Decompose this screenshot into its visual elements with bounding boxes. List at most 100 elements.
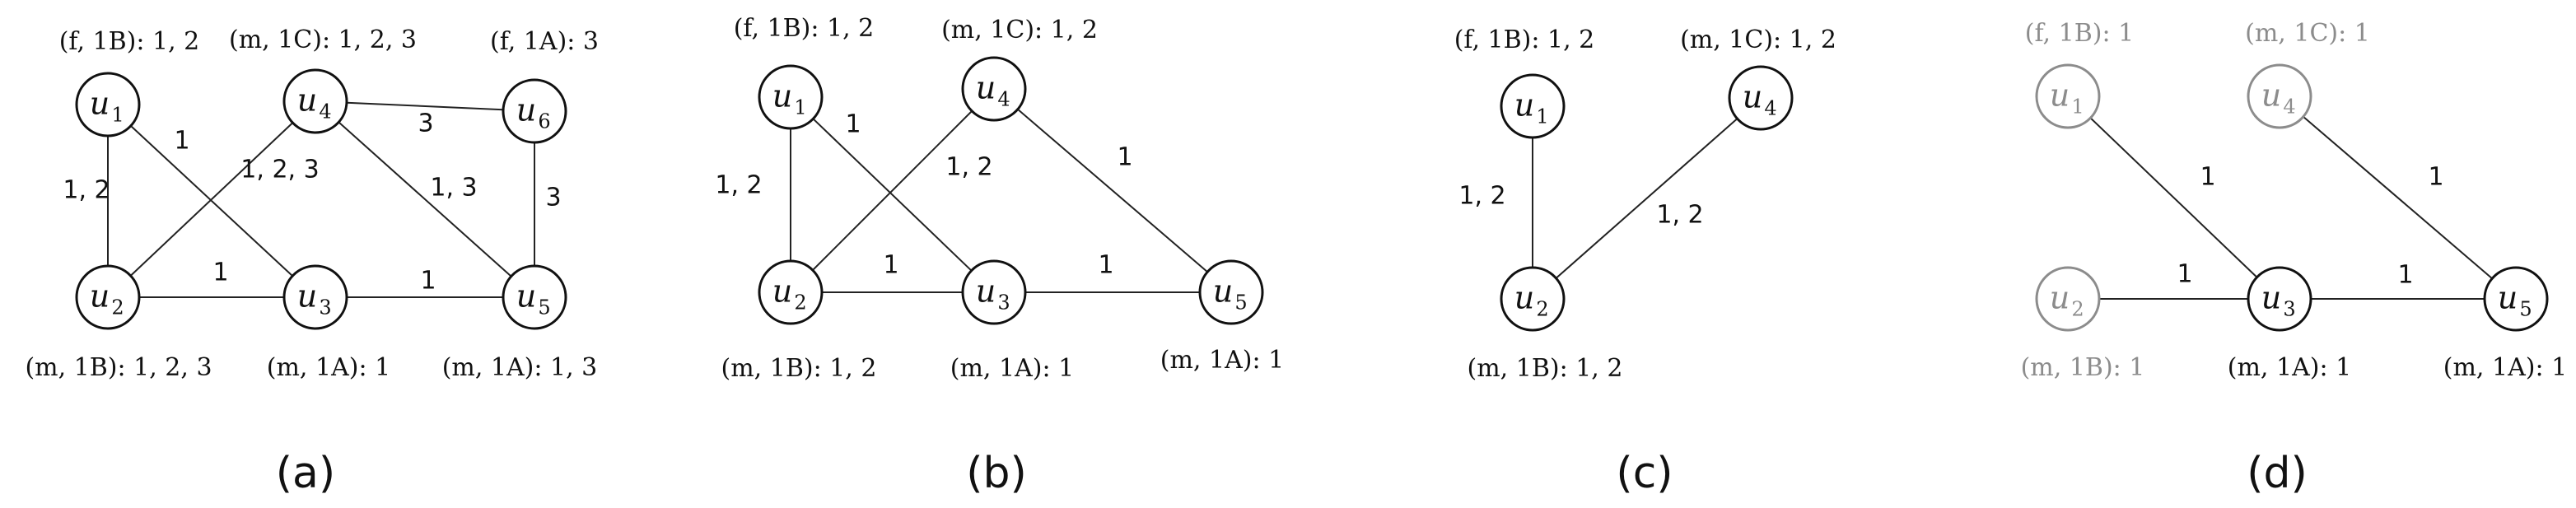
edge-label: 1, 2 [1458, 182, 1505, 211]
node-subscript: 4 [319, 100, 331, 124]
node-attribute-label: (m, 1B): 1, 2 [1468, 354, 1623, 383]
node-name: u [1514, 280, 1534, 316]
edge-u4-u5 [338, 121, 512, 277]
edge-u1-u3 [130, 125, 293, 277]
node-subscript: 1 [1536, 105, 1548, 128]
edge-u4-u5 [1017, 108, 1208, 273]
edges-layer [107, 101, 2493, 300]
edge-u1-u3 [2089, 117, 2258, 278]
node-attribute-label: (m, 1C): 1, 2 [1680, 26, 1836, 54]
node-attribute-label: (m, 1A): 1 [1160, 346, 1284, 375]
node-subscript: 6 [538, 110, 550, 133]
edge-label: 1, 2, 3 [240, 156, 319, 184]
node-circle [1500, 73, 1566, 139]
node-circle [2483, 266, 2549, 332]
node-circle [2247, 63, 2312, 129]
panel-caption: (d) [2247, 449, 2308, 498]
node-circle [961, 56, 1027, 122]
node-name: u [1213, 273, 1233, 310]
node-name: u [2498, 280, 2518, 316]
labels-layer: 1, 2 1 1, 2, 3 3 1, 3 3 1 1 (f, 1B): 1, 2 (m, 1C)… [25, 14, 2567, 383]
node-subscript: 1 [2071, 96, 2084, 119]
node-subscript: 4 [1764, 97, 1776, 120]
node-circle [1198, 259, 1264, 325]
node-name: u [772, 273, 792, 310]
panel-caption: (c) [1616, 449, 1673, 498]
node-circle [502, 264, 567, 330]
edge-u4-u2 [812, 110, 973, 271]
node-circle [2035, 266, 2101, 332]
edge-label: 1, 2 [945, 153, 992, 182]
node-attribute-label: (m, 1C): 1, 2 [941, 16, 1098, 44]
node-circle [2035, 63, 2101, 129]
edge-label: 1 [174, 127, 189, 156]
node-circle [502, 78, 567, 144]
node-subscript: 5 [538, 296, 550, 319]
node-name: u [2261, 280, 2281, 316]
node-subscript: 2 [794, 291, 806, 315]
edge-label: 1, 2 [63, 176, 110, 205]
edge-label: 3 [418, 110, 433, 138]
node-subscript: 4 [2283, 96, 2295, 119]
node-name: u [90, 86, 110, 122]
node-name: u [297, 278, 317, 315]
edge-label: 1 [2200, 163, 2215, 192]
node-circle [1728, 65, 1794, 131]
node-attribute-label: (m, 1C): 1, 2, 3 [229, 26, 417, 54]
node-subscript: 3 [2283, 298, 2295, 321]
node-circle [2247, 266, 2312, 332]
node-subscript: 2 [111, 296, 124, 319]
node-circle [758, 259, 824, 325]
panel-d: (d) [2247, 449, 2308, 498]
node-name: u [2261, 77, 2281, 114]
node-subscript: 5 [1234, 291, 1247, 315]
node-name: u [516, 278, 536, 315]
edge-label: 1, 3 [430, 174, 477, 203]
node-name: u [2050, 77, 2070, 114]
node-subscript: 5 [2519, 298, 2532, 321]
panel-caption: (b) [966, 449, 1027, 498]
node-attribute-label: (m, 1A): 1 [950, 354, 1074, 383]
edge-u1-u3 [812, 118, 973, 272]
node-name: u [90, 278, 110, 315]
node-circle [75, 264, 141, 330]
node-attribute-label: (m, 1C): 1 [2245, 19, 2370, 48]
edge-label: 1 [845, 110, 861, 139]
edge-label: 1 [883, 251, 898, 280]
node-name: u [297, 82, 317, 119]
edge-u4-u6 [346, 101, 504, 111]
node-attribute-label: (m, 1B): 1, 2, 3 [25, 353, 212, 382]
node-name: u [976, 273, 996, 310]
edge-label: 1 [212, 259, 228, 287]
node-name: u [1743, 79, 1762, 115]
node-attribute-label: (f, 1A): 3 [490, 27, 599, 56]
node-attribute-label: (f, 1B): 1, 2 [1454, 26, 1595, 54]
edge-label: 3 [545, 184, 561, 212]
node-subscript: 2 [2071, 298, 2084, 321]
edge-label: 1 [1117, 143, 1132, 172]
edge-label: 1 [420, 267, 436, 296]
node-attribute-label: (m, 1B): 1, 2 [721, 354, 877, 383]
node-attribute-label: (m, 1B): 1 [2021, 353, 2145, 382]
edge-u4-u5 [2303, 115, 2493, 280]
node-subscript: 4 [997, 88, 1010, 111]
edge-label: 1, 2 [715, 171, 762, 200]
node-circle [75, 72, 141, 137]
panel-c: (c) [1616, 449, 1673, 498]
captions-layer: (a)(b)(c)(d) [276, 449, 2308, 498]
edge-u4-u2 [1555, 118, 1738, 279]
